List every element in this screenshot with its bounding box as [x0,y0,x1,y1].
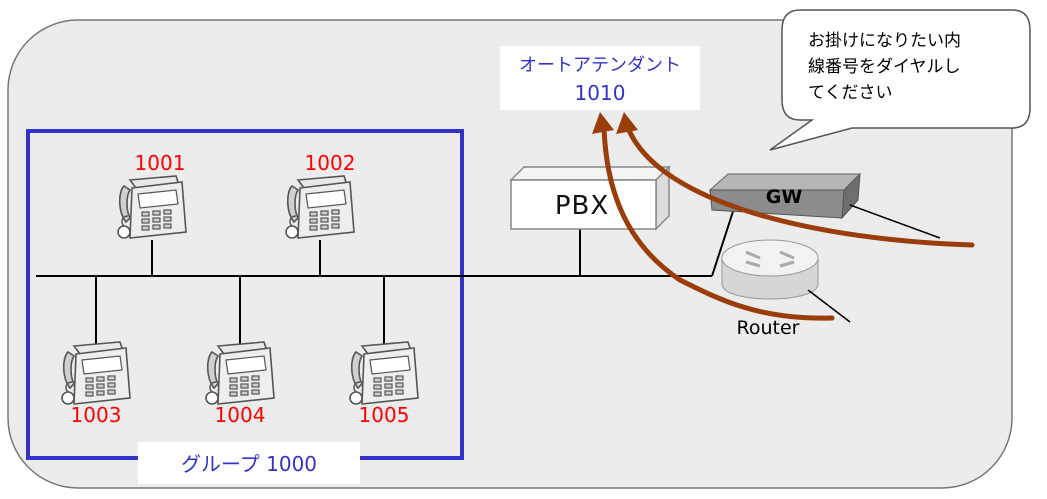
pbx-server-icon [509,165,671,231]
call-path-arrow-gw [625,125,975,248]
group-label-bg [138,442,360,484]
router-label: Router [737,317,800,339]
arrowhead-gw [616,112,638,134]
speech-line1: お掛けになりたい内 [808,31,961,51]
ext-label-1001: 1001 [135,151,186,175]
attendant-label-bg [500,46,700,110]
ext-label-1003: 1003 [71,403,122,427]
speech-line3: てください [808,83,893,103]
ext-label-1004: 1004 [215,403,266,427]
speech-line2: 線番号をダイヤルし [808,57,961,77]
router-uplink [807,289,851,323]
gateway-label: GW [766,186,803,208]
speech-bubble [769,9,1031,151]
ext-label-1002: 1002 [305,151,356,175]
group-label: グループ 1000 [181,452,317,476]
gw-uplink [849,204,941,239]
lan-drops [95,189,741,345]
attendant-label-line2: 1010 [575,81,626,105]
ext-label-1005: 1005 [359,403,410,427]
call-path-arrow-router [601,125,835,321]
arrowhead-router [592,112,614,134]
pbx-label: PBX [555,191,609,221]
attendant-label-line1: オートアテンダント [519,55,681,76]
router-icon [721,239,819,300]
